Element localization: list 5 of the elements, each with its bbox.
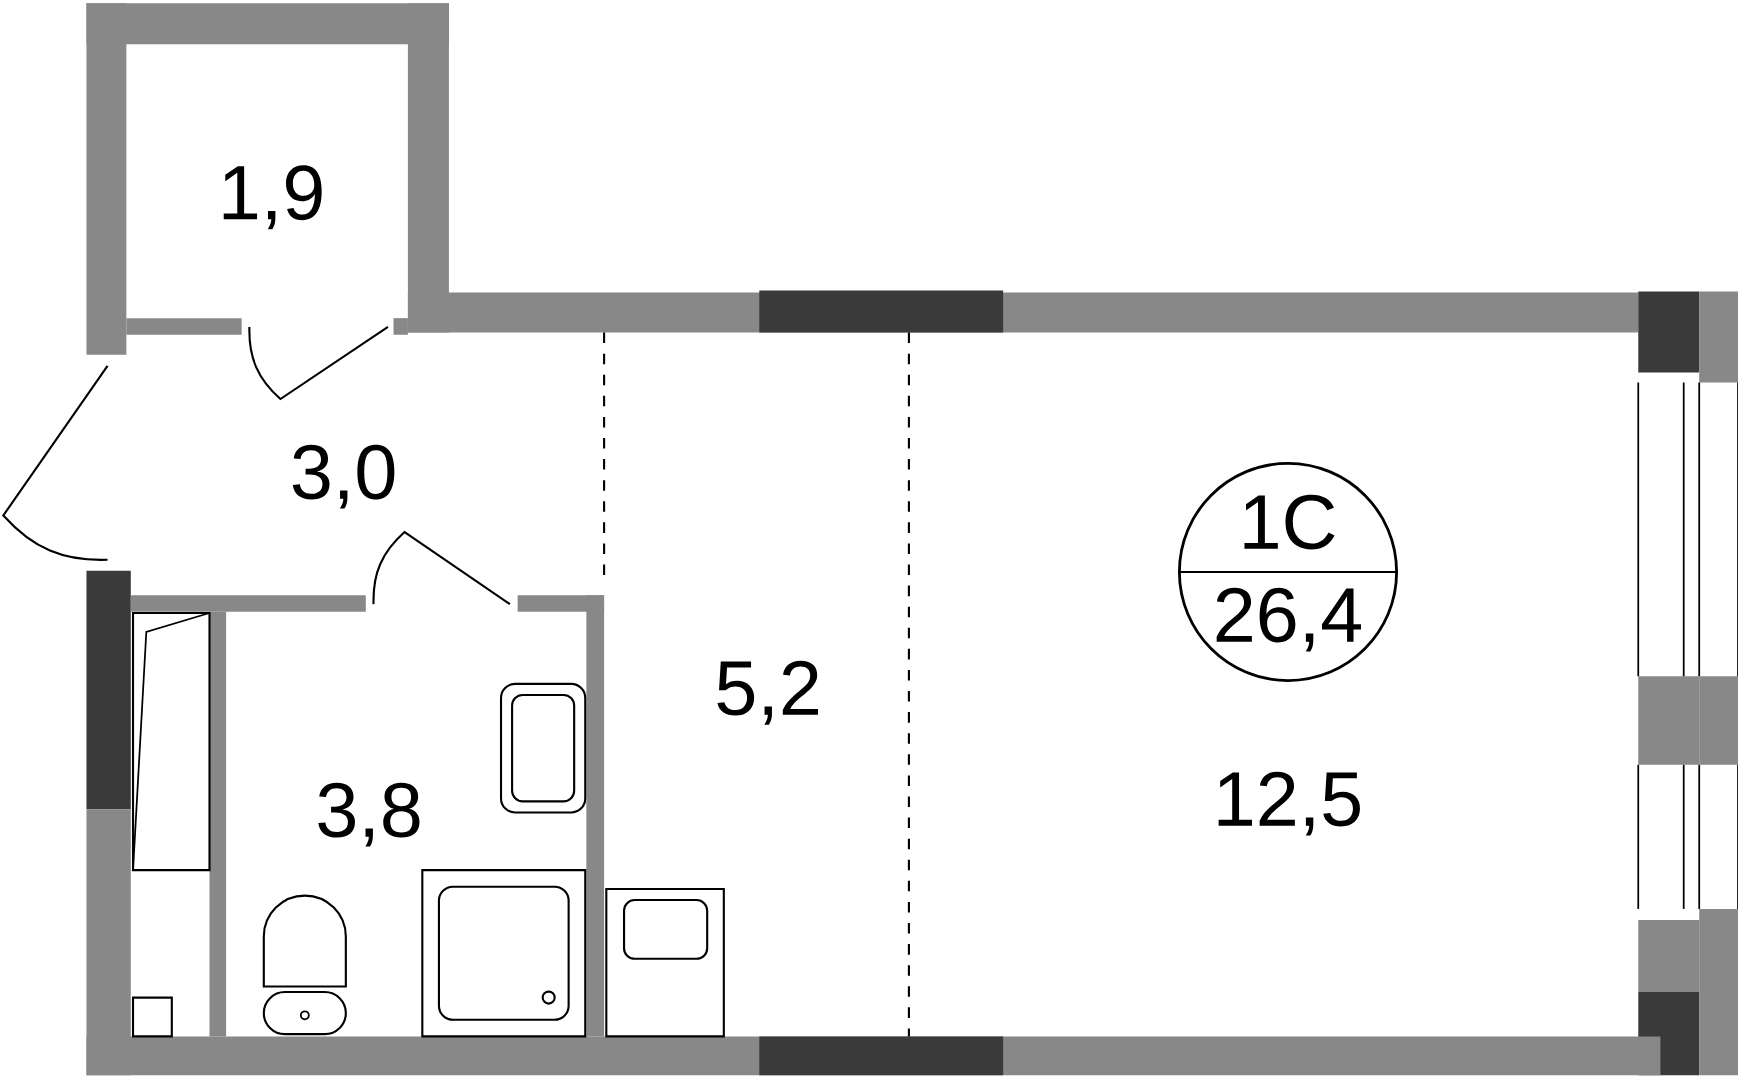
area-label: 12,5 xyxy=(1218,771,1360,836)
area-label: 3,0 xyxy=(292,444,395,509)
area-label: 3,8 xyxy=(318,782,420,847)
area-label: 5,2 xyxy=(717,661,818,725)
area-label: 1,9 xyxy=(223,165,322,230)
